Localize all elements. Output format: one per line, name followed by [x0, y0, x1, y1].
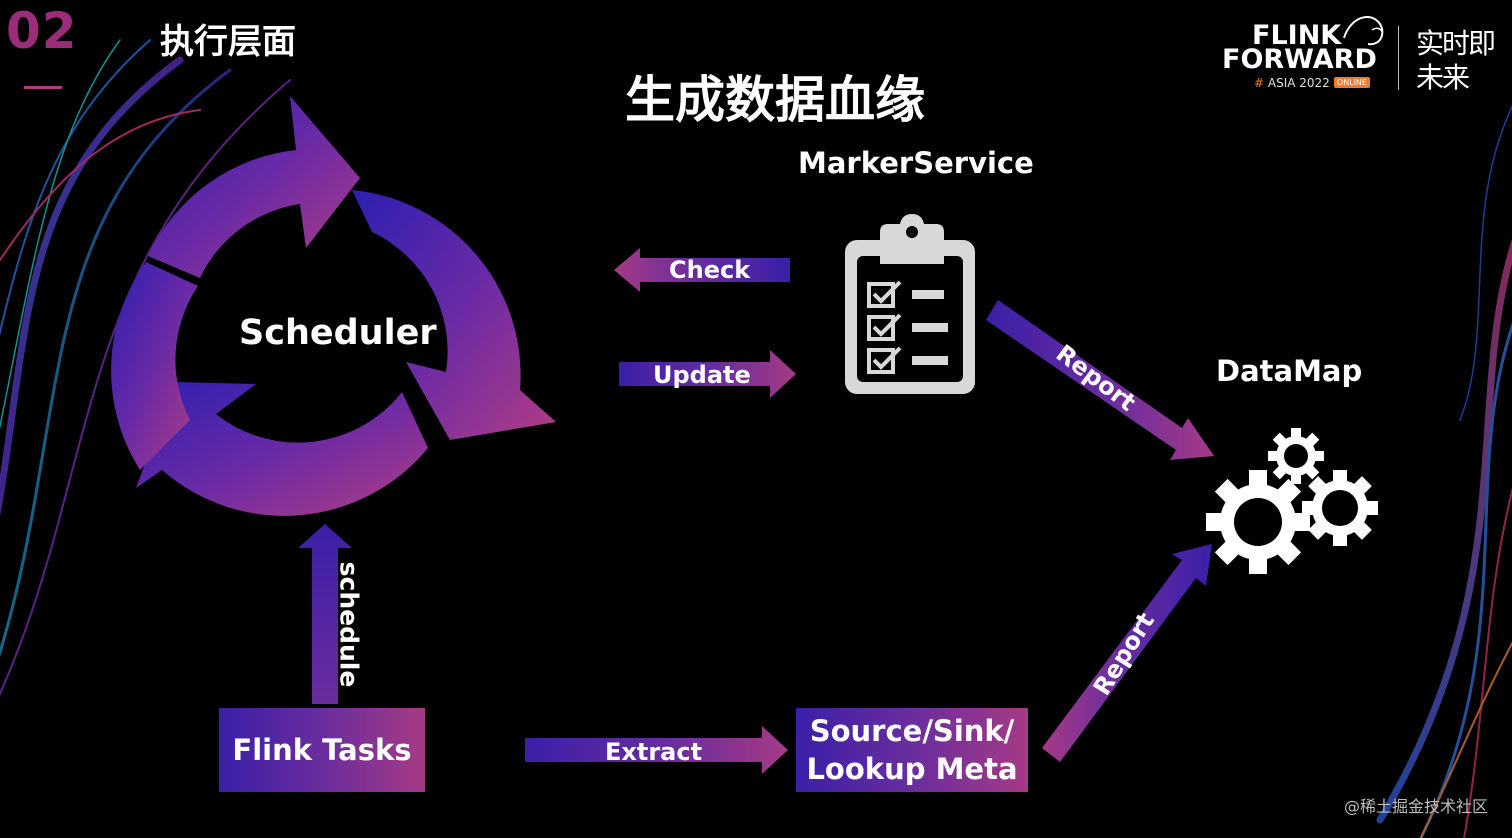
- report-upper-arrow: [986, 300, 1214, 460]
- update-arrow: [619, 350, 796, 398]
- flink-tasks-label: Flink Tasks: [232, 733, 412, 767]
- brand-online-badge: ONLINE: [1333, 77, 1370, 88]
- brand-slogan-line2: 未来: [1416, 61, 1470, 94]
- brand-flink: FLINK: [1252, 20, 1342, 51]
- brand-slogan-line1: 实时即: [1416, 27, 1496, 60]
- source-sink-lookup-meta-node: Source/Sink/ Lookup Meta: [796, 708, 1028, 792]
- squirrel-icon: [1343, 16, 1384, 46]
- extract-arrow: [525, 726, 788, 774]
- scheduler-label: Scheduler: [239, 313, 437, 353]
- watermark: @稀土掘金技术社区: [1343, 797, 1488, 816]
- update-label: Update: [653, 361, 751, 389]
- schedule-label: schedule: [334, 561, 364, 688]
- schedule-arrow: [298, 524, 352, 704]
- brand-forward: FORWARD: [1222, 44, 1377, 75]
- brand-event-name: ASIA 2022: [1267, 76, 1330, 90]
- check-label: Check: [669, 256, 751, 284]
- brand-divider: [1398, 26, 1399, 90]
- meta-label-line2: Lookup Meta: [806, 752, 1018, 786]
- slide-title: 生成数据血缘: [625, 71, 925, 129]
- flink-tasks-node: Flink Tasks: [219, 708, 425, 792]
- circular-arrows-icon: [111, 96, 556, 516]
- section-title: 执行层面: [160, 22, 296, 62]
- meta-label-line1: Source/Sink/: [809, 714, 1015, 748]
- datamap-label: DataMap: [1216, 354, 1363, 388]
- extract-label: Extract: [605, 738, 703, 766]
- gears-icon: [1206, 428, 1378, 574]
- check-arrow: [614, 248, 790, 292]
- section-number: 02: [6, 2, 78, 60]
- markerservice-label: MarkerService: [798, 146, 1034, 180]
- checklist-clipboard-icon: [845, 214, 975, 394]
- section-underline: [24, 86, 62, 89]
- report-lower-arrow: [1042, 544, 1212, 762]
- brand-hash: #: [1254, 76, 1265, 90]
